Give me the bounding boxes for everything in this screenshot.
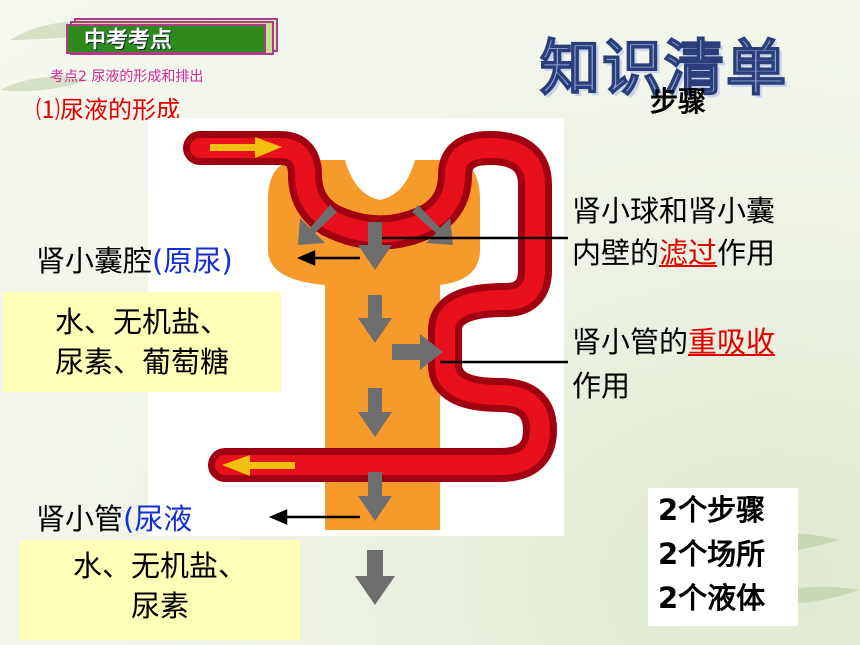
down-arrow-3 bbox=[358, 388, 392, 437]
subtitle: 考点2 尿液的形成和排出 bbox=[50, 69, 204, 85]
inflow-arrow bbox=[210, 137, 282, 158]
primary-urine-contents: 水、无机盐、 尿素、葡萄糖 bbox=[3, 292, 281, 392]
down-arrow-5 bbox=[355, 550, 395, 605]
reabsorption-label: 肾小管的重吸收 作用 bbox=[572, 325, 776, 403]
badge-text: 中考考点 bbox=[66, 24, 266, 54]
capsule-cavity-label: 肾小囊腔(原尿) bbox=[36, 244, 233, 278]
tubule-label: 肾小管(尿液 bbox=[36, 502, 193, 536]
urine-contents: 水、无机盐、 尿素 bbox=[20, 540, 300, 640]
filter-arrow-left bbox=[298, 205, 337, 245]
filtration-label: 肾小球和肾小囊 内壁的滤过作用 bbox=[572, 194, 776, 270]
down-arrow-4 bbox=[358, 472, 392, 521]
topic-badge: 中考考点 bbox=[66, 18, 278, 55]
big-title: 知识清单 bbox=[539, 33, 788, 105]
filter-arrow-right bbox=[412, 205, 453, 245]
down-arrow-2 bbox=[358, 295, 392, 343]
summary-box: 2个步骤 2个场所 2个液体 bbox=[648, 488, 798, 626]
outflow-arrow bbox=[222, 455, 295, 476]
blood-vessel bbox=[190, 138, 550, 475]
tubule-body bbox=[268, 160, 480, 530]
down-arrow-1 bbox=[358, 222, 392, 270]
steps-label: 步骤 bbox=[650, 85, 707, 118]
reabsorb-arrow bbox=[392, 334, 443, 370]
